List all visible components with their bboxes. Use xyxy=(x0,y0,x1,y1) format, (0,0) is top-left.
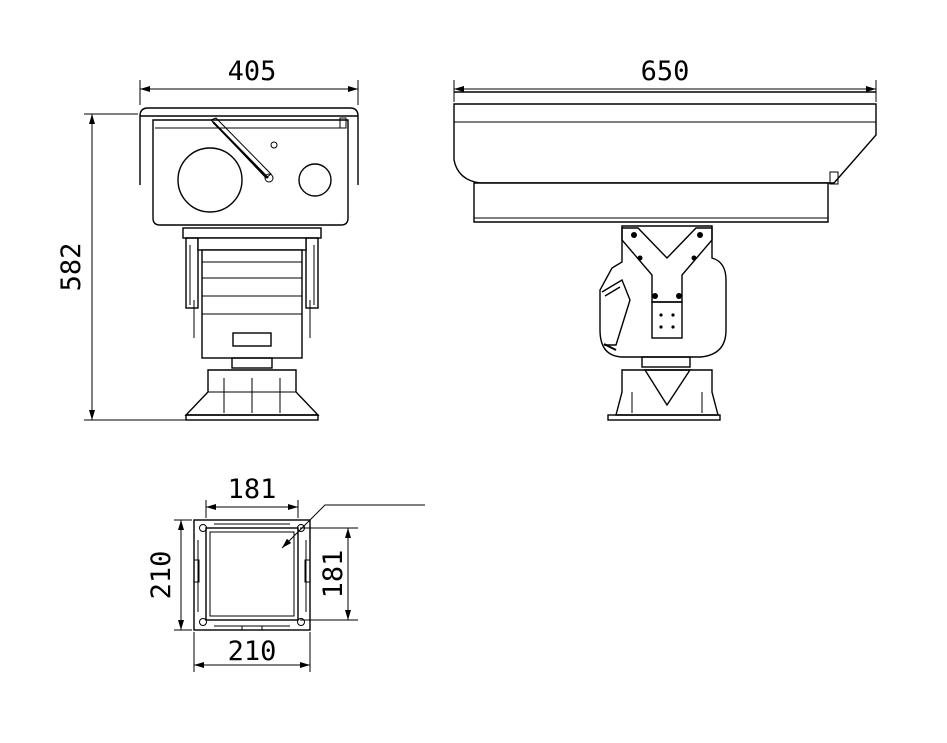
dimension-base-outer-height: 210 xyxy=(146,519,192,631)
dimension-label-210-left: 210 xyxy=(146,551,177,600)
dimension-base-outer-width: 210 xyxy=(193,632,311,672)
dimension-label-650: 650 xyxy=(641,56,690,87)
dimension-label-405: 405 xyxy=(228,56,277,87)
side-view xyxy=(453,91,877,421)
dimension-front-height: 582 xyxy=(56,113,186,421)
dimension-base-inner-width: 181 xyxy=(205,474,299,518)
dimension-label-210-bottom: 210 xyxy=(228,636,277,667)
dimension-label-181-right: 181 xyxy=(318,550,349,599)
dimension-label-582: 582 xyxy=(56,243,87,292)
dimension-label-181-top: 181 xyxy=(228,474,277,505)
base-plan-view xyxy=(193,504,425,631)
dimension-base-inner-height: 181 xyxy=(300,527,358,621)
dimension-front-width: 405 xyxy=(139,56,359,105)
front-view xyxy=(139,107,359,421)
dimension-side-width: 650 xyxy=(453,56,877,102)
